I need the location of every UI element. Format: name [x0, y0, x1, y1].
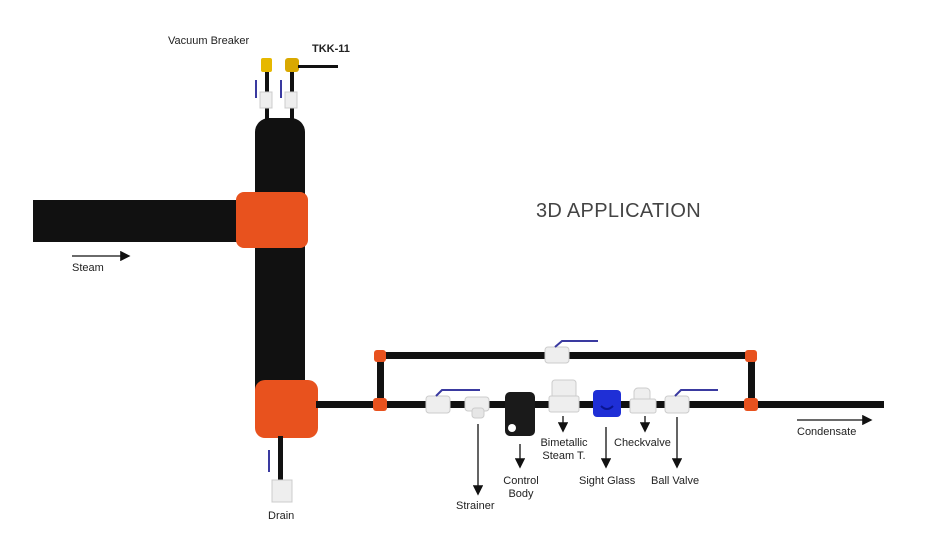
label-ball-valve: Ball Valve	[651, 475, 700, 487]
vacuum-breaker	[255, 58, 338, 120]
label-drain: Drain	[268, 510, 295, 522]
label-vacuum-breaker: Vacuum Breaker	[168, 35, 250, 47]
label-strainer: Strainer	[456, 500, 495, 512]
drain-branch	[268, 436, 293, 503]
bimetallic-steam-trap	[548, 379, 580, 413]
label-checkvalve: Checkvalve	[614, 437, 671, 449]
strainer	[464, 396, 490, 419]
label-control-body: Control Body	[503, 475, 539, 500]
label-bimetallic-steam-trap: Bimetallic Steam T.	[540, 437, 588, 462]
label-sight-glass: Sight Glass	[579, 475, 636, 487]
bypass-line	[373, 340, 758, 411]
label-tkk: TKK-11	[312, 43, 350, 55]
sight-glass	[593, 390, 621, 417]
steam-pipe	[33, 200, 258, 242]
label-steam: Steam	[72, 262, 104, 274]
checkvalve	[629, 387, 657, 414]
diagram-title: 3D APPLICATION	[536, 200, 701, 222]
ball-valve-inlet	[425, 389, 480, 414]
tee-fitting-top	[236, 192, 308, 248]
tee-fitting-bottom	[255, 380, 318, 438]
label-condensate: Condensate	[797, 426, 857, 438]
ball-valve-outlet	[664, 389, 718, 414]
